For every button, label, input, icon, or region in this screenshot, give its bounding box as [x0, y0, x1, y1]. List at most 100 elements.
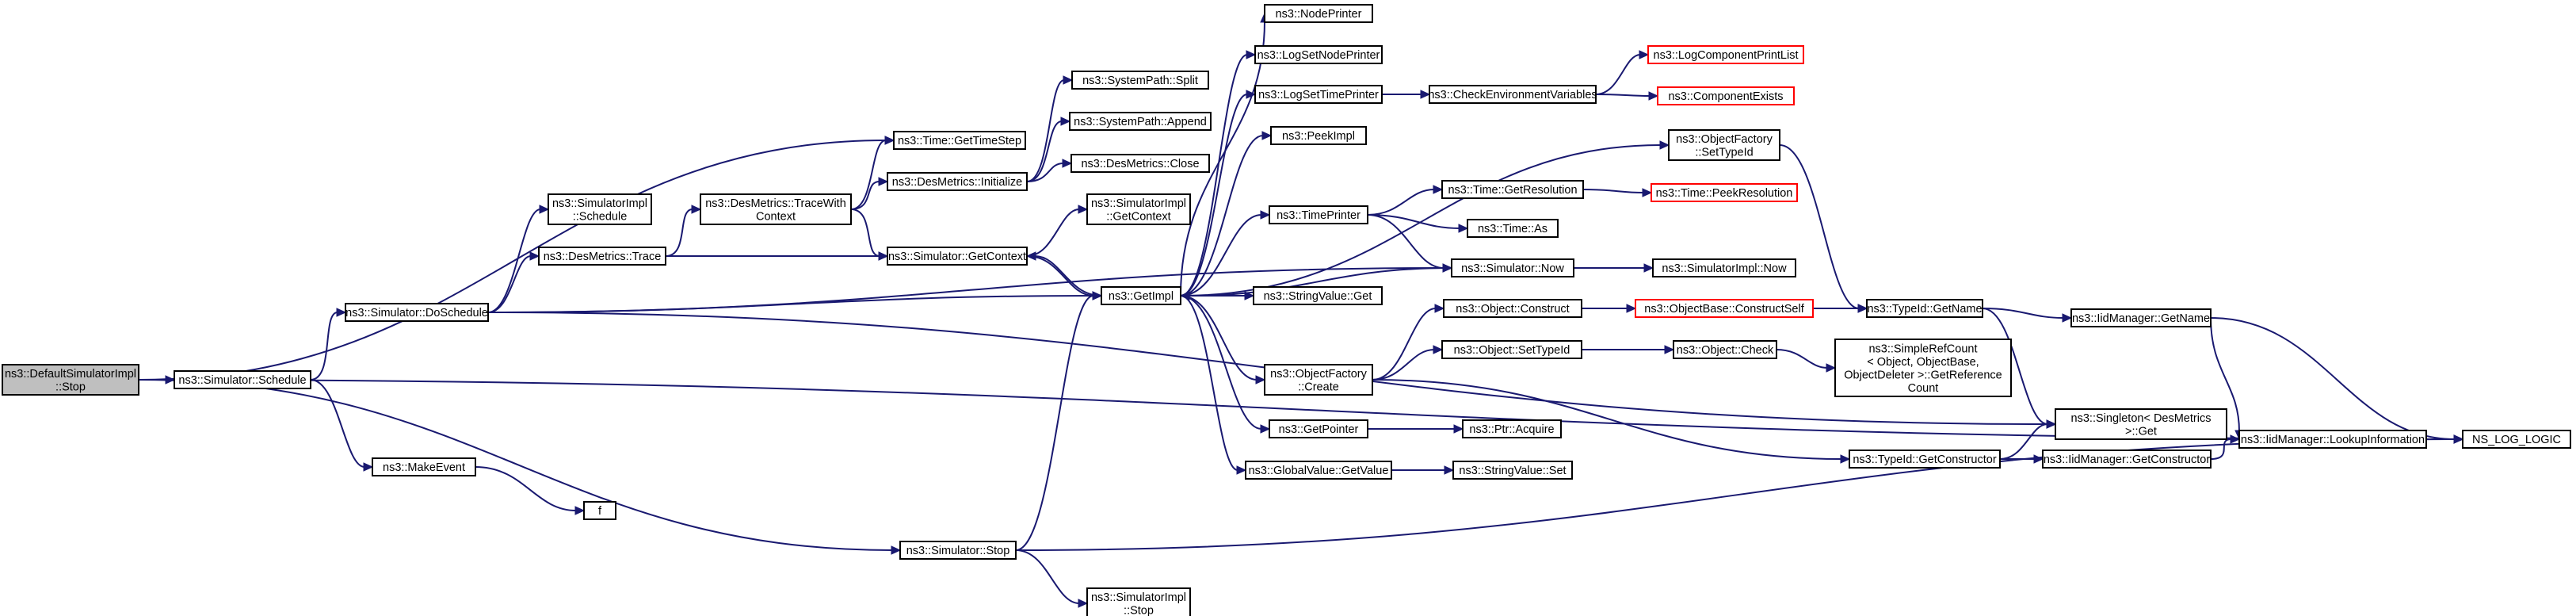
node-box	[1635, 299, 1814, 318]
edge-line	[1180, 295, 1262, 430]
node-object-construct[interactable]: ns3::Object::Construct	[1443, 299, 1582, 318]
edge-line	[310, 312, 338, 381]
node-componentexists[interactable]: ns3::ComponentExists	[1657, 86, 1795, 105]
node-label: ns3::Ptr::Acquire	[1469, 423, 1554, 436]
node-object-settypeid[interactable]: ns3::Object::SetTypeId	[1441, 340, 1582, 359]
node-root[interactable]: ns3::DefaultSimulatorImpl::Stop	[2, 364, 139, 396]
edge-desmetrics-initialize-to-desmetrics-close	[1026, 159, 1073, 182]
node-desmetrics-close[interactable]: ns3::DesMetrics::Close	[1070, 154, 1210, 173]
node-object-check[interactable]: ns3::Object::Check	[1673, 340, 1777, 359]
node-timeprinter[interactable]: ns3::TimePrinter	[1269, 205, 1368, 224]
node-label: ns3::Simulator::Now	[1461, 262, 1564, 275]
arrowhead-icon	[363, 462, 374, 472]
node-systempath-split[interactable]: ns3::SystemPath::Split	[1071, 71, 1209, 90]
node-sim-getcontext[interactable]: ns3::Simulator::GetContext	[887, 247, 1028, 266]
node-sim-stop[interactable]: ns3::Simulator::Stop	[899, 541, 1017, 560]
node-typeid-getconstructor[interactable]: ns3::TypeId::GetConstructor	[1849, 450, 2001, 469]
node-label: ns3::ComponentExists	[1668, 90, 1783, 103]
node-label: ns3::Object::Construct	[1456, 303, 1569, 316]
edge-line	[1180, 295, 1238, 471]
node-simimpl-schedule[interactable]: ns3::SimulatorImpl::Schedule	[548, 193, 652, 225]
node-label: ns3::Object::SetTypeId	[1454, 344, 1570, 357]
node-makeevent[interactable]: ns3::MakeEvent	[372, 457, 476, 476]
node-simimpl-stop[interactable]: ns3::SimulatorImpl::Stop	[1086, 587, 1191, 616]
node-stringvalue-set[interactable]: ns3::StringValue::Set	[1452, 461, 1573, 480]
edge-sim-stop-to-simimpl-stop	[1015, 549, 1089, 608]
node-singleton-get[interactable]: ns3::Singleton< DesMetrics >::Get	[2055, 408, 2227, 440]
edge-line	[1180, 295, 1257, 381]
arrowhead-icon	[1260, 210, 1271, 220]
node-time-gettimestep[interactable]: ns3::Time::GetTimeStep	[893, 131, 1026, 150]
node-iidmanager-getname[interactable]: ns3::IidManager::GetName	[2070, 308, 2212, 327]
node-ns-log-logic[interactable]: NS_LOG_LOGIC	[2462, 430, 2571, 449]
node-globalvalue-getvalue[interactable]: ns3::GlobalValue::GetValue	[1245, 461, 1392, 480]
node-simimpl-now[interactable]: ns3::SimulatorImpl::Now	[1652, 258, 1796, 277]
node-label: ns3::ObjectFactory	[1270, 368, 1367, 381]
arrowhead-icon	[1826, 363, 1837, 373]
node-label: ns3::PeekImpl	[1282, 130, 1355, 143]
edge-line	[1372, 379, 1842, 460]
edge-line	[1367, 189, 1435, 216]
node-iidmanager-getconstructor[interactable]: ns3::IidManager::GetConstructor	[2042, 450, 2212, 469]
node-time-getresolution[interactable]: ns3::Time::GetResolution	[1441, 180, 1584, 199]
node-box	[1443, 299, 1582, 318]
edge-objectfactory-create-to-object-settypeid	[1372, 345, 1444, 381]
edge-desmetrics-tracewith-to-time-gettimestep	[850, 136, 895, 210]
edge-object-construct-to-objectbase-constructself	[1582, 304, 1637, 313]
edge-getimpl-to-sim-getcontext	[1025, 251, 1102, 297]
node-simplerefcount[interactable]: ns3::SimpleRefCount< Object, ObjectBase,…	[1834, 339, 2012, 397]
node-objectbase-constructself[interactable]: ns3::ObjectBase::ConstructSelf	[1635, 299, 1814, 318]
node-box	[548, 193, 652, 225]
edge-iidmanager-lookup-to-ns-log-logic	[2426, 434, 2464, 444]
node-simimpl-getcontext[interactable]: ns3::SimulatorImpl::GetContext	[1086, 193, 1191, 225]
arrowhead-icon	[1626, 304, 1637, 313]
arrowhead-icon	[529, 251, 540, 261]
edge-line	[1034, 255, 1102, 297]
node-peekimpl[interactable]: ns3::PeekImpl	[1270, 126, 1367, 145]
edge-typeid-getconstructor-to-iidmanager-getconstructor	[2000, 454, 2044, 464]
node-ptr-acquire[interactable]: ns3::Ptr::Acquire	[1462, 419, 1562, 438]
node-checkenv[interactable]: ns3::CheckEnvironmentVariables	[1428, 85, 1597, 104]
node-label: ns3::Simulator::GetContext	[888, 251, 1026, 263]
node-time-as[interactable]: ns3::Time::As	[1467, 219, 1559, 238]
node-label: ns3::Simulator::Stop	[906, 545, 1010, 557]
node-label: ns3::Singleton< DesMetrics	[2071, 412, 2212, 425]
node-label: NS_LOG_LOGIC	[2472, 434, 2561, 446]
node-box	[2462, 430, 2571, 449]
arrowhead-icon	[1458, 224, 1469, 233]
node-sim-schedule[interactable]: ns3::Simulator::Schedule	[174, 370, 311, 389]
arrowhead-icon	[1840, 454, 1851, 464]
node-stringvalue-get[interactable]: ns3::StringValue::Get	[1253, 286, 1383, 305]
node-label: ns3::SystemPath::Append	[1074, 116, 1207, 128]
node-systempath-append[interactable]: ns3::SystemPath::Append	[1069, 112, 1212, 131]
node-label: ::Stop	[1124, 604, 1154, 616]
node-getpointer[interactable]: ns3::GetPointer	[1269, 419, 1368, 438]
node-logsetnodeprinter[interactable]: ns3::LogSetNodePrinter	[1254, 45, 1383, 64]
node-box	[1264, 4, 1373, 23]
node-sim-now[interactable]: ns3::Simulator::Now	[1451, 258, 1574, 277]
node-logcomponentprintlist[interactable]: ns3::LogComponentPrintList	[1647, 45, 1804, 64]
node-getimpl[interactable]: ns3::GetImpl	[1101, 286, 1181, 305]
node-sim-doschedule[interactable]: ns3::Simulator::DoSchedule	[345, 303, 489, 322]
node-label: >::Get	[2125, 425, 2157, 438]
node-f[interactable]: f	[583, 501, 616, 520]
edge-line	[850, 140, 887, 210]
node-objectfactory-settypeid[interactable]: ns3::ObjectFactory::SetTypeId	[1668, 129, 1780, 161]
arrowhead-icon	[1643, 263, 1654, 273]
node-objectfactory-create[interactable]: ns3::ObjectFactory::Create	[1264, 364, 1373, 396]
edge-sim-schedule-to-sim-doschedule	[310, 308, 347, 381]
node-time-peekresolution[interactable]: ns3::Time::PeekResolution	[1651, 183, 1798, 202]
node-iidmanager-lookup[interactable]: ns3::IidManager::LookupInformation	[2238, 430, 2427, 449]
node-label: ns3::Time::As	[1478, 223, 1548, 235]
node-nodeprinter[interactable]: ns3::NodePrinter	[1264, 4, 1373, 23]
node-logsettimeprinter[interactable]: ns3::LogSetTimePrinter	[1254, 85, 1383, 104]
node-typeid-getname[interactable]: ns3::TypeId::GetName	[1866, 299, 1983, 318]
edge-sim-now-to-getimpl	[1179, 267, 1452, 300]
node-desmetrics-initialize[interactable]: ns3::DesMetrics::Initialize	[887, 172, 1028, 191]
node-box	[1253, 286, 1383, 305]
node-label: ns3::NodePrinter	[1276, 8, 1362, 21]
edge-line	[850, 181, 880, 210]
edge-getimpl-to-objectfactory-settypeid	[1180, 140, 1670, 297]
node-desmetrics-trace[interactable]: ns3::DesMetrics::Trace	[538, 247, 666, 266]
